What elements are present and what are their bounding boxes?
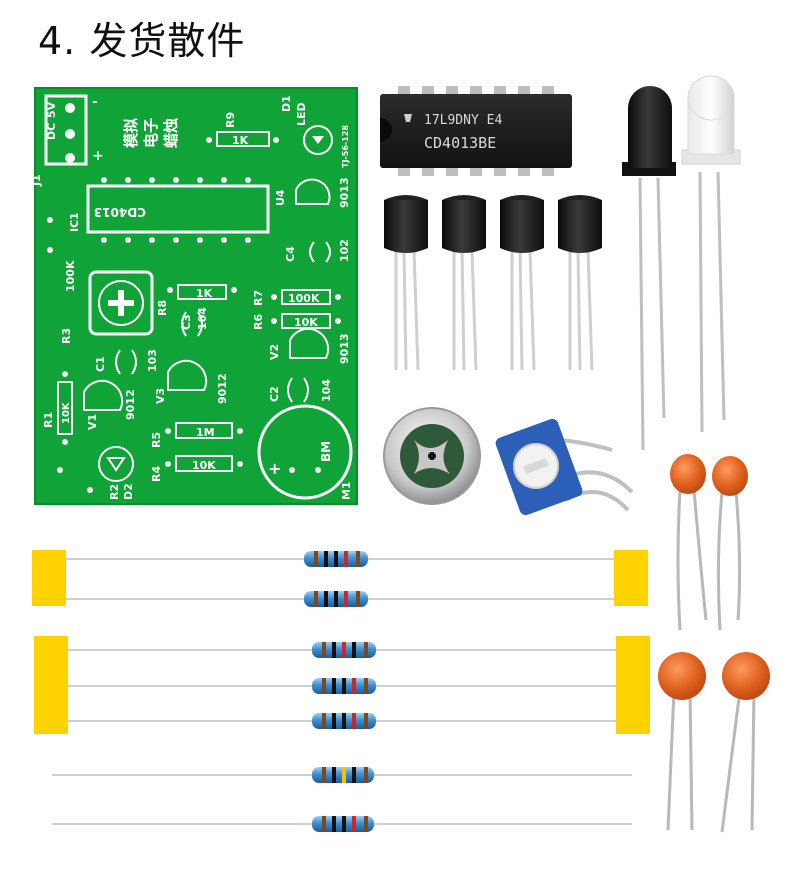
pcb-c4-value: 102 xyxy=(338,239,351,262)
pcb-v3: V3 xyxy=(154,388,167,404)
black-ir-led xyxy=(622,86,676,451)
pcb-v1-value: 9012 xyxy=(124,389,137,420)
pcb-r1-value: 10K xyxy=(61,401,72,424)
pcb-label-5v: 5V xyxy=(45,101,58,118)
resistor-2 xyxy=(304,591,368,607)
pcb-r4-value: 10K xyxy=(192,459,216,472)
pcb-plus: + xyxy=(92,148,104,164)
pcb-label-dc: DC xyxy=(45,123,58,140)
chip-text-line1: 17L9DNY E4 xyxy=(424,113,502,128)
pcb-minus: - xyxy=(92,94,98,110)
ceramic-capacitor-1 xyxy=(670,454,708,631)
pcb-c3-value: 104 xyxy=(196,307,209,330)
pcb-code: TJ-56-128 xyxy=(341,125,350,168)
pcb-r7: R7 xyxy=(252,290,265,306)
pcb-c4: C4 xyxy=(284,246,297,262)
transistor-4 xyxy=(558,195,602,371)
pcb-name-1: 模拟 xyxy=(122,118,140,148)
resistor-5 xyxy=(312,713,376,729)
pcb-c3: C3 xyxy=(180,314,193,330)
pcb-r8-value: 1K xyxy=(196,287,213,300)
resistor-3 xyxy=(312,642,376,658)
ceramic-capacitor-2 xyxy=(712,456,748,631)
pcb-m1: M1 xyxy=(340,481,353,500)
cd4013-chip: 17L9DNY E4 CD4013BE xyxy=(380,86,572,176)
pcb-c1-value: 103 xyxy=(146,349,159,372)
chip-text-line2: CD4013BE xyxy=(424,134,496,152)
ceramic-capacitor-3 xyxy=(658,652,706,831)
pcb-name-2: 电子 xyxy=(142,118,160,148)
electret-microphone xyxy=(383,407,481,505)
ceramic-capacitor-4 xyxy=(720,652,770,833)
resistor-1 xyxy=(304,551,368,567)
pcb-v2-value: 9013 xyxy=(338,333,351,364)
pcb-r9: R9 xyxy=(224,112,237,128)
pcb-r6-value: 10K xyxy=(294,316,318,329)
pcb-v1: V1 xyxy=(86,414,99,430)
pcb-r8: R8 xyxy=(156,300,169,316)
pcb-c1: C1 xyxy=(94,356,107,372)
pcb-board: J1 DC 5V + - 模拟 电子 蜡烛 1K R9 D1 LED TJ-56… xyxy=(30,87,358,505)
pcb-ic-ref: IC1 xyxy=(68,212,81,232)
resistor-6 xyxy=(52,767,632,783)
trimmer-potentiometer xyxy=(495,418,634,516)
pcb-r9-value: 1K xyxy=(232,134,249,147)
pcb-c2-value: 104 xyxy=(320,379,333,402)
resistor-4 xyxy=(312,678,376,694)
resistor-7 xyxy=(52,816,632,832)
pcb-r3: R3 xyxy=(60,328,73,344)
pcb-d1: D1 xyxy=(280,95,293,112)
pcb-bm: BM xyxy=(319,441,333,462)
pcb-bm-plus: + xyxy=(268,459,281,478)
pcb-r4: R4 xyxy=(150,466,163,482)
transistor-1 xyxy=(384,195,428,371)
white-led xyxy=(681,75,741,433)
pcb-r1: R1 xyxy=(42,412,55,428)
transistor-2 xyxy=(442,195,486,371)
pcb-ic-label: CD4013 xyxy=(94,205,146,219)
pcb-label-j1: J1 xyxy=(30,174,43,187)
page-title: 4. 发货散件 xyxy=(38,19,246,63)
pcb-u4-value: 9013 xyxy=(338,177,351,208)
pcb-c2: C2 xyxy=(268,386,281,402)
pcb-r5-value: 1M xyxy=(196,426,215,439)
pcb-r6: R6 xyxy=(252,314,265,330)
transistor-3 xyxy=(500,195,544,371)
pcb-r5: R5 xyxy=(150,432,163,448)
pcb-name-3: 蜡烛 xyxy=(162,118,180,148)
pcb-u4: U4 xyxy=(274,189,287,206)
pcb-d2: D2 xyxy=(122,483,135,500)
pcb-v3-value: 9012 xyxy=(216,373,229,404)
pcb-r7-value: 100K xyxy=(288,292,320,305)
pcb-led: LED xyxy=(295,102,308,126)
pcb-v2: V2 xyxy=(268,344,281,360)
pcb-pot-value: 100K xyxy=(64,260,77,292)
pcb-r2: R2 xyxy=(108,484,121,500)
